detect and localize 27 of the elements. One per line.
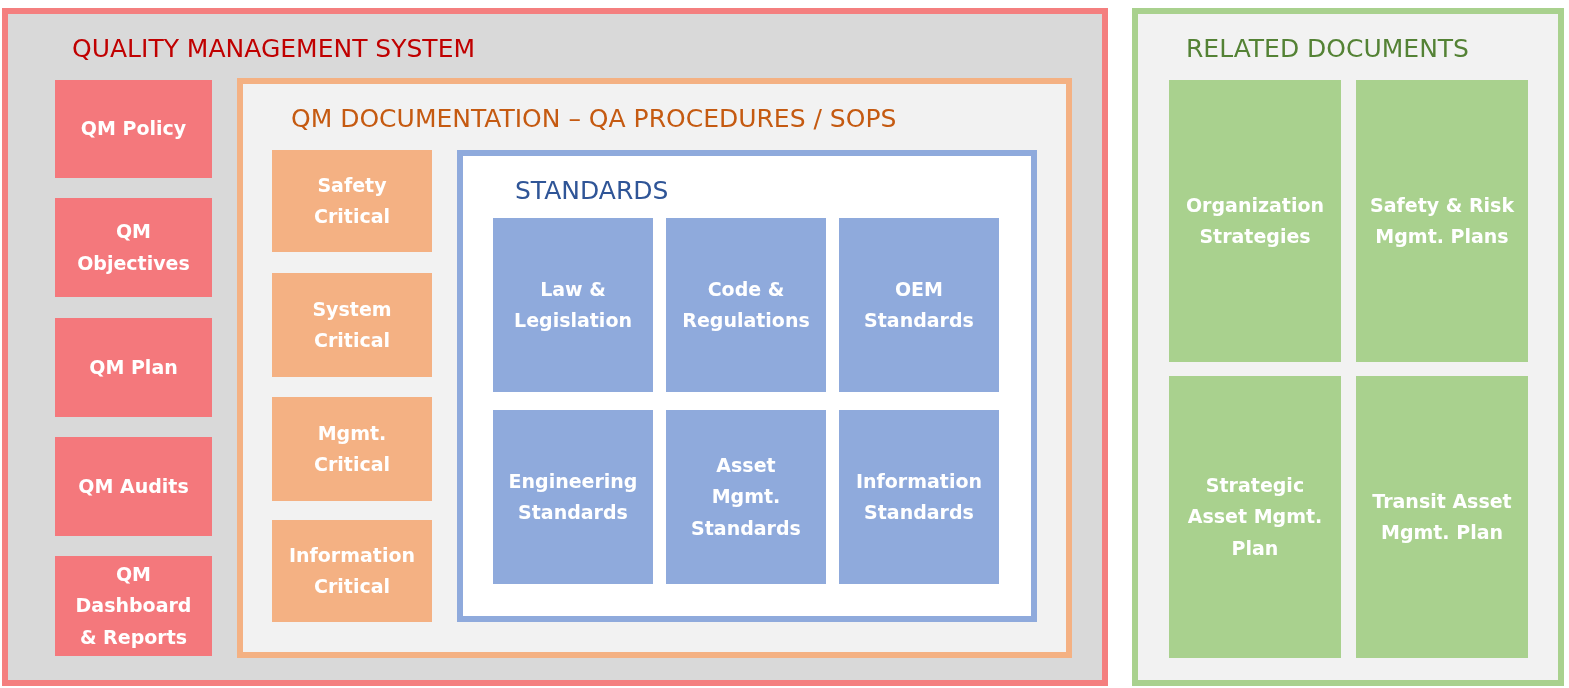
category-tile: Information Standards [839,410,999,584]
category-tile: QM Dashboard & Reports [55,556,212,656]
category-tile: Code & Regulations [666,218,826,392]
category-tile: Mgmt. Critical [272,397,432,501]
group-panel [237,78,1072,658]
panel-title: STANDARDS [515,176,669,205]
category-tile: System Critical [272,273,432,377]
category-tile: Law & Legislation [493,218,653,392]
category-tile: QM Policy [55,80,212,178]
category-tile: Organization Strategies [1169,80,1341,362]
group-panel [1132,8,1564,686]
category-tile: Information Critical [272,520,432,622]
category-tile: QM Plan [55,318,212,417]
category-tile: Transit Asset Mgmt. Plan [1356,376,1528,658]
group-panel [457,150,1037,622]
category-tile: Safety & Risk Mgmt. Plans [1356,80,1528,362]
category-tile: QM Objectives [55,198,212,297]
category-tile: OEM Standards [839,218,999,392]
category-tile: QM Audits [55,437,212,536]
category-tile: Strategic Asset Mgmt. Plan [1169,376,1341,658]
category-tile: Safety Critical [272,150,432,252]
category-tile: Asset Mgmt. Standards [666,410,826,584]
category-tile: Engineering Standards [493,410,653,584]
panel-title: QUALITY MANAGEMENT SYSTEM [72,34,475,63]
panel-title: RELATED DOCUMENTS [1186,34,1469,63]
panel-title: QM DOCUMENTATION – QA PROCEDURES / SOPS [291,104,897,133]
group-panel [2,8,1108,686]
